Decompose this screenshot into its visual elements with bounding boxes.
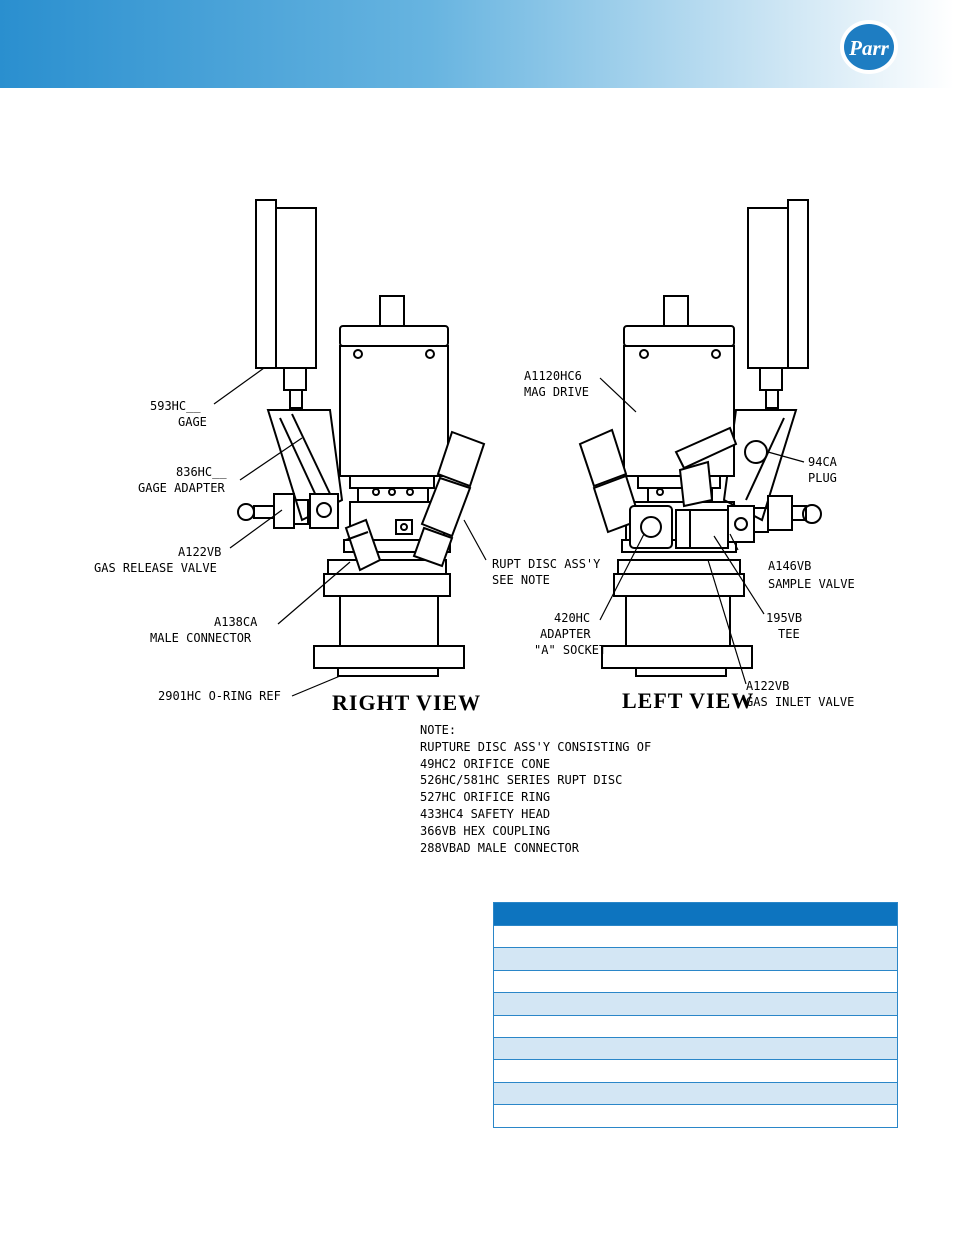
callout-mag-drive-part: A1120HC6: [524, 369, 582, 383]
callout-gas-inlet-part: A122VB: [746, 679, 789, 693]
callout-gage-adapter-part: 836HC__: [176, 465, 227, 479]
callout-mag-drive-desc: MAG DRIVE: [524, 385, 589, 399]
svg-text:Parr: Parr: [848, 36, 890, 60]
parts-table-row: [494, 969, 897, 992]
callout-tee-part: 195VB: [766, 611, 802, 625]
callout-gage-part: 593HC__: [150, 399, 201, 413]
parts-table-row: [494, 1081, 897, 1105]
note-line: 49HC2 ORIFICE CONE: [420, 756, 551, 771]
reactor-head-drawing: 593HC__ GAGE 836HC__ GAGE ADAPTER A122VB…: [94, 199, 855, 715]
callout-gage-desc: GAGE: [178, 415, 207, 429]
leader-lines: [213, 367, 805, 697]
callout-rupt-disc-desc: SEE NOTE: [492, 573, 550, 587]
callout-sample-valve-part: A146VB: [768, 559, 811, 573]
callout-tee-desc: TEE: [778, 627, 800, 641]
right-view-assembly: [237, 199, 486, 677]
parts-table-header: [494, 903, 897, 925]
parts-table-row: [494, 1014, 897, 1037]
callout-rupt-disc-part: RUPT DISC ASS'Y: [492, 557, 601, 571]
note-heading: NOTE:: [420, 723, 457, 737]
parts-table-row: [494, 992, 897, 1015]
parts-table-row: [494, 947, 897, 970]
parr-logo: Parr: [840, 20, 898, 74]
parts-table-row: [494, 925, 897, 947]
callout-gas-inlet-desc: GAS INLET VALVE: [746, 695, 854, 709]
callout-adapter-desc: ADAPTER: [540, 627, 591, 641]
callout-adapter-part: 420HC: [554, 611, 590, 625]
callout-oring-part: 2901HC O-RING REF: [158, 689, 281, 703]
note-line: 527HC ORIFICE RING: [420, 790, 551, 805]
parts-table-row: [494, 1059, 897, 1081]
right-view-title: RIGHT VIEW: [332, 690, 481, 715]
left-view-title: LEFT VIEW: [622, 688, 754, 713]
note-line: 288VBAD MALE CONNECTOR: [420, 840, 579, 855]
callout-gas-release-desc: GAS RELEASE VALVE: [94, 561, 217, 575]
callout-sample-valve-desc: SAMPLE VALVE: [768, 577, 855, 591]
note-line: RUPTURE DISC ASS'Y CONSISTING OF: [420, 739, 652, 754]
callout-male-connector-desc: MALE CONNECTOR: [150, 631, 252, 645]
note-line: 433HC4 SAFETY HEAD: [420, 806, 551, 821]
callout-plug-part: 94CA: [808, 455, 838, 469]
rupture-disc-note: NOTE: RUPTURE DISC ASS'Y CONSISTING OF 4…: [420, 722, 651, 856]
callout-male-connector-part: A138CA: [214, 615, 258, 629]
parts-table-row: [494, 1036, 897, 1060]
left-view-assembly: [578, 199, 822, 677]
note-line: 526HC/581HC SERIES RUPT DISC: [420, 773, 623, 788]
callout-plug-desc: PLUG: [808, 471, 837, 485]
callout-adapter-desc2: "A" SOCKET: [534, 643, 606, 657]
note-line: 366VB HEX COUPLING: [420, 823, 551, 838]
parts-table-row: [494, 1104, 897, 1126]
header-banner: [0, 0, 954, 88]
parts-table: [493, 902, 898, 1128]
callout-gage-adapter-desc: GAGE ADAPTER: [138, 481, 225, 495]
callout-gas-release-part: A122VB: [178, 545, 221, 559]
